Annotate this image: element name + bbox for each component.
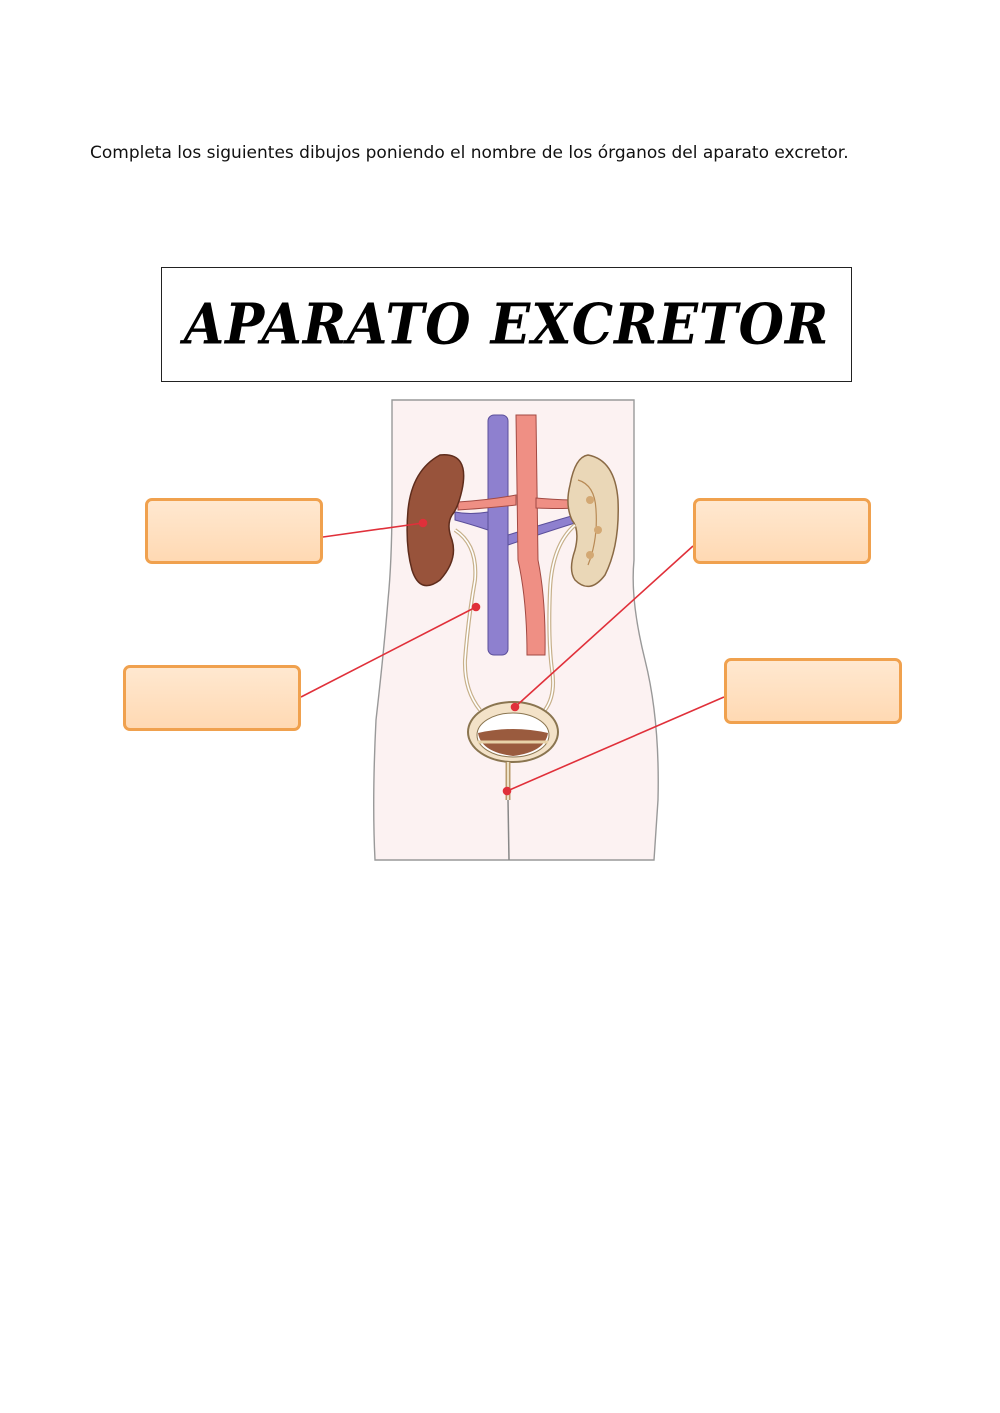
left-kidney — [406, 454, 465, 587]
pointer-urethra — [506, 696, 725, 792]
answer-box-urethra[interactable] — [724, 658, 902, 724]
pointer-dot-ureter — [471, 602, 481, 612]
title-box: APARATO EXCRETOR — [161, 267, 852, 382]
bladder — [467, 701, 559, 763]
pointer-ureter — [300, 606, 477, 698]
vena-cava — [454, 414, 576, 656]
pointer-dot-urethra — [502, 786, 512, 796]
pointer-bladder — [514, 545, 694, 708]
pointer-dot-kidney — [418, 518, 428, 528]
pointer-dot-bladder — [510, 702, 520, 712]
pointer-kidney — [322, 522, 424, 538]
answer-box-ureter[interactable] — [123, 665, 301, 731]
right-ureter — [543, 523, 577, 712]
pointer-lines — [300, 518, 725, 796]
right-kidney — [567, 454, 619, 588]
left-ureter — [453, 528, 482, 712]
torso-outline — [373, 399, 659, 861]
page-title: APARATO EXCRETOR — [183, 291, 830, 358]
left-ureter-inner — [454, 529, 481, 711]
legs-divider — [507, 799, 510, 861]
right-ureter-inner — [544, 524, 576, 711]
answer-box-kidney[interactable] — [145, 498, 323, 564]
aorta — [457, 414, 576, 656]
instructions-text: Completa los siguientes dibujos poniendo… — [90, 143, 849, 163]
answer-box-bladder[interactable] — [693, 498, 871, 564]
